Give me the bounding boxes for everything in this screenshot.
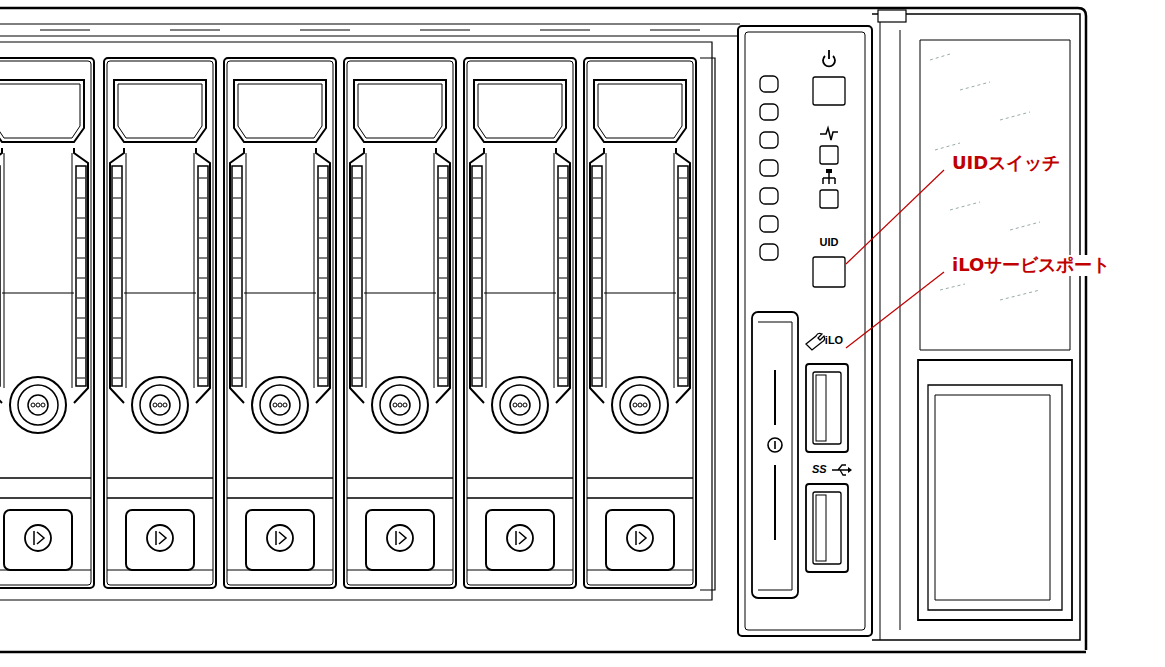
callout-label: iLOサービスポート [950, 255, 1112, 276]
panel-marking: iLO [825, 334, 843, 347]
panel-marking: SS [812, 463, 827, 476]
callout-label: UIDスイッチ [950, 153, 1062, 174]
panel-marking: UID [820, 236, 839, 249]
